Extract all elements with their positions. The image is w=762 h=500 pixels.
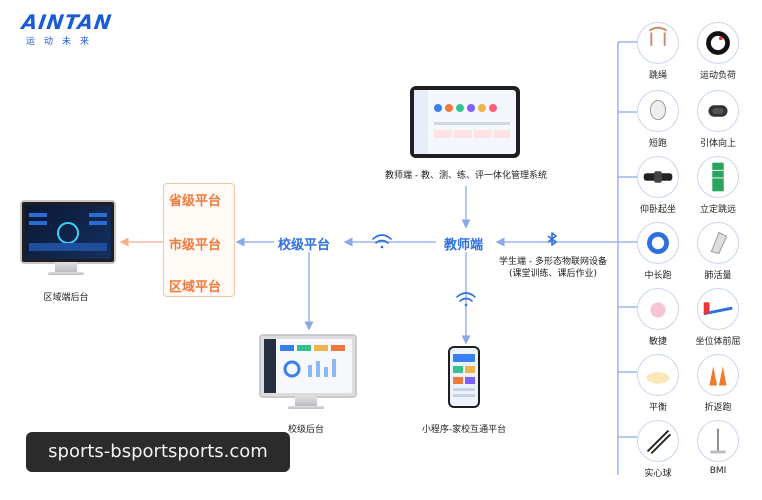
device-sit-reach <box>697 288 739 330</box>
heart-band-icon <box>706 31 730 55</box>
phone-screen-graphic <box>453 354 475 397</box>
ball-icon <box>646 429 672 455</box>
device-label: 仰卧起坐 <box>639 205 676 215</box>
device-label: BMI <box>709 466 727 476</box>
teacher-tablet <box>410 86 520 158</box>
bluetooth-icon <box>547 232 557 246</box>
device-label: 肺活量 <box>704 271 732 281</box>
device-label: 中长跑 <box>644 271 672 281</box>
device-wristband <box>637 222 679 264</box>
mini-program-phone <box>448 346 480 408</box>
device-scale <box>697 420 739 462</box>
sit-reach-icon <box>703 302 733 316</box>
dashboard-screen-graphic <box>29 213 107 251</box>
district-platform: 区域平台 <box>169 280 222 295</box>
device-spirometer <box>697 222 739 264</box>
brand-tagline: 运动未来 <box>26 37 99 47</box>
spirometer-icon <box>710 231 728 255</box>
belt-icon <box>643 171 673 183</box>
device-balance <box>637 354 679 396</box>
wristband-icon <box>647 232 669 254</box>
device-mat <box>697 156 739 198</box>
mini-program-caption: 小程序-家校互通平台 <box>421 425 507 435</box>
device-earpod <box>637 90 679 132</box>
city-platform: 市级平台 <box>169 238 222 253</box>
device-label: 运动负荷 <box>699 71 736 81</box>
school-platform: 校级平台 <box>278 238 331 253</box>
regional-platform-group <box>163 183 235 297</box>
device-label: 坐位体前屈 <box>695 337 741 347</box>
device-label: 立定跳远 <box>699 205 736 215</box>
sensor-icon <box>708 105 728 117</box>
teacher-screen-graphic <box>414 90 510 154</box>
wifi-icon <box>372 234 476 307</box>
device-label: 引体向上 <box>699 139 736 149</box>
teacher-terminal: 教师端 <box>444 238 484 253</box>
school-screen-graphic <box>264 339 345 393</box>
device-label: 短跑 <box>648 139 667 149</box>
agility-icon <box>650 302 666 318</box>
device-ball <box>637 420 679 462</box>
jump-rope-icon <box>648 26 668 46</box>
device-jump-rope <box>637 22 679 64</box>
device-label: 实心球 <box>644 469 672 479</box>
balance-icon <box>646 372 670 384</box>
mat-icon <box>712 162 724 192</box>
student-caption-line1: 学生端 - 多形态物联网设备 <box>499 257 607 267</box>
scale-icon <box>710 428 726 454</box>
device-label: 平衡 <box>648 403 667 413</box>
device-label: 跳绳 <box>648 71 667 81</box>
device-label: 敏捷 <box>648 337 667 347</box>
device-agility <box>637 288 679 330</box>
device-belt <box>637 156 679 198</box>
device-label: 折返跑 <box>704 403 732 413</box>
teacher-system-caption: 教师端 - 教、测、练、评一体化管理系统 <box>385 171 547 181</box>
student-caption-line2: (课堂训练、课后作业) <box>508 269 598 279</box>
province-platform: 省级平台 <box>169 194 222 209</box>
cone-icon <box>709 366 727 386</box>
watermark-banner: sports-bsportsports.com <box>26 432 290 472</box>
school-backend-monitor <box>259 334 357 398</box>
device-cone <box>697 354 739 396</box>
device-heart-band <box>697 22 739 64</box>
earpod-icon <box>649 100 667 121</box>
school-backend-caption: 校级后台 <box>287 425 324 435</box>
device-sensor <box>697 90 739 132</box>
district-backend-monitor <box>20 200 116 264</box>
district-backend-caption: 区域端后台 <box>43 293 89 303</box>
